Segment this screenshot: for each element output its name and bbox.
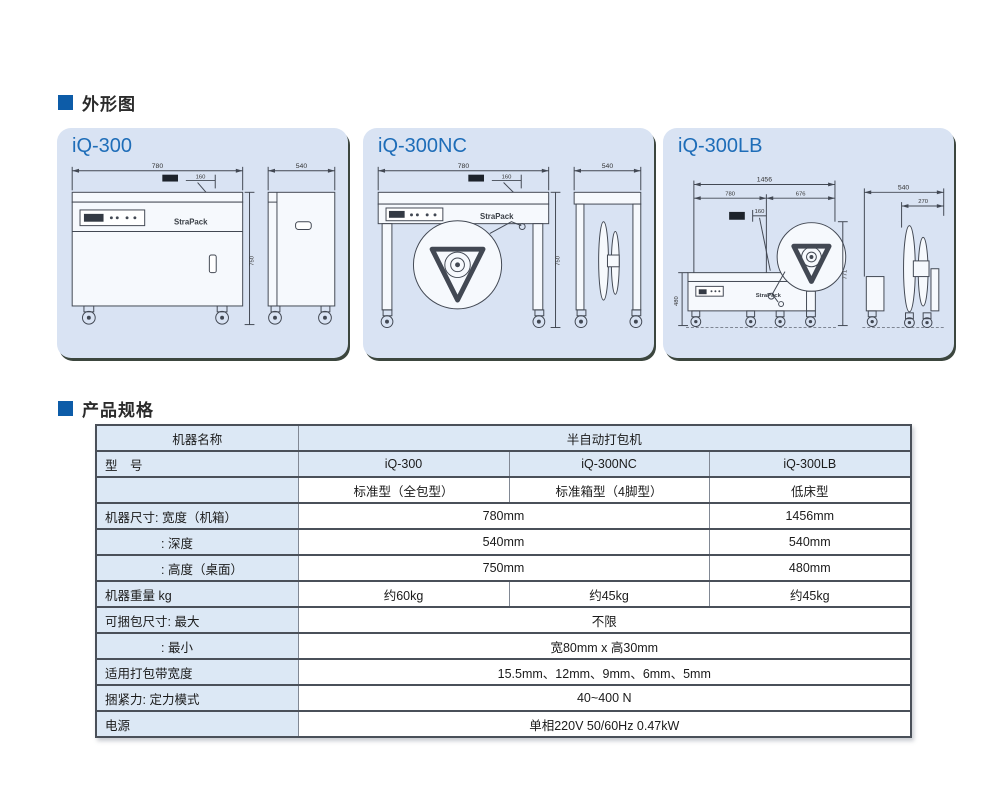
dim-bed-height: 480 (674, 295, 680, 306)
iq300lb-outline-drawing: 1456 780 676 160 480 771 540 270 StraPac… (674, 177, 946, 329)
value-cell: 约45kg (508, 580, 710, 608)
section-bullet-icon (58, 95, 73, 110)
table-row: 适用打包带宽度 15.5mm、12mm、9mm、6mm、5mm (95, 658, 912, 686)
row-label: 电源 (95, 710, 299, 738)
value-cell: 约45kg (708, 580, 912, 608)
section-title: 产品规格 (82, 401, 154, 420)
dim-side-inner: 270 (918, 199, 929, 205)
value-cell: 750mm (297, 554, 710, 582)
row-label: : 最小 (95, 632, 299, 660)
dim-height: 750 (555, 255, 561, 266)
model-cell: iQ-300LB (708, 450, 912, 478)
table-row: 捆紧力: 定力模式 40~400 N (95, 684, 912, 712)
value-cell: 540mm (708, 528, 912, 556)
row-label: 适用打包带宽度 (95, 658, 299, 686)
row-label: 机器名称 (95, 424, 299, 452)
outline-section-header: 外形图 (58, 90, 136, 115)
panel-iq300lb: iQ-300LB (663, 128, 954, 358)
row-label: : 深度 (95, 528, 299, 556)
panel-iq300: iQ-300 (57, 128, 348, 358)
value-cell: 15.5mm、12mm、9mm、6mm、5mm (297, 658, 912, 686)
table-row: 机器名称 半自动打包机 (95, 424, 912, 452)
value-cell: 540mm (297, 528, 710, 556)
dim-reel-height: 771 (843, 270, 849, 280)
model-cell: iQ-300NC (508, 450, 710, 478)
table-row: : 最小 宽80mm x 高30mm (95, 632, 912, 660)
type-cell: 标准型（全包型） (297, 476, 510, 504)
value-cell: 480mm (708, 554, 912, 582)
brand-logo: StraPack (174, 218, 208, 227)
dim-side-depth: 540 (602, 163, 614, 170)
table-row: 可捆包尺寸: 最大 不限 (95, 606, 912, 634)
value-cell: 1456mm (708, 502, 912, 530)
model-name: iQ-300NC (378, 135, 467, 157)
dim-reel-width: 676 (796, 191, 806, 197)
dim-side-depth: 540 (898, 184, 910, 191)
row-label: 可捆包尺寸: 最大 (95, 606, 299, 634)
specs-section-header: 产品规格 (58, 396, 154, 421)
model-name: iQ-300LB (678, 135, 763, 157)
front-view (678, 180, 848, 329)
type-cell: 标准箱型（4脚型） (508, 476, 710, 504)
table-row: 机器重量 kg 约60kg 约45kg 约45kg (95, 580, 912, 608)
front-view (71, 166, 255, 326)
side-view (573, 166, 643, 329)
machine-type-value: 半自动打包机 (297, 424, 912, 452)
value-cell: 780mm (297, 502, 710, 530)
iq300nc-outline-drawing: 780 160 540 750 StraPack (377, 163, 643, 329)
type-cell: 低床型 (708, 476, 912, 504)
model-name: iQ-300 (72, 135, 133, 157)
dim-side-depth: 540 (296, 163, 308, 170)
row-label: 型 号 (95, 450, 299, 478)
side-view (267, 166, 336, 325)
dim-badge (468, 174, 485, 182)
value-cell: 宽80mm x 高30mm (297, 632, 912, 660)
panel-iq300nc: iQ-300NC (363, 128, 654, 358)
row-label: 机器尺寸: 宽度（机箱） (95, 502, 299, 530)
value-cell: 单相220V 50/60Hz 0.47kW (297, 710, 912, 738)
value-cell: 40~400 N (297, 684, 912, 712)
dim-arch-offset: 160 (502, 175, 513, 181)
row-label: : 高度（桌面） (95, 554, 299, 582)
dim-front-width: 780 (152, 163, 164, 170)
dim-front-width: 780 (458, 163, 470, 170)
row-label: 机器重量 kg (95, 580, 299, 608)
dim-total-width: 1456 (757, 177, 772, 184)
dim-height: 750 (249, 255, 255, 266)
iq300-outline-drawing: 780 160 540 750 StraPack (71, 163, 336, 326)
front-view (377, 166, 561, 329)
table-row: 机器尺寸: 宽度（机箱） 780mm 1456mm (95, 502, 912, 530)
value-cell: 不限 (297, 606, 912, 634)
table-row: 型 号 iQ-300 iQ-300NC iQ-300LB (95, 450, 912, 478)
brand-logo: StraPack (756, 293, 782, 299)
table-row: 电源 单相220V 50/60Hz 0.47kW (95, 710, 912, 738)
section-title: 外形图 (82, 95, 136, 114)
dim-badge (162, 174, 179, 182)
dim-badge (729, 211, 745, 220)
dim-bed-width: 780 (725, 191, 736, 197)
dim-arch-offset: 160 (196, 175, 207, 181)
spec-table: 机器名称 半自动打包机 型 号 iQ-300 iQ-300NC iQ-300LB… (95, 424, 913, 738)
model-cell: iQ-300 (297, 450, 510, 478)
section-bullet-icon (58, 401, 73, 416)
table-row: 标准型（全包型） 标准箱型（4脚型） 低床型 (95, 476, 912, 504)
side-view (862, 188, 946, 329)
row-label: 捆紧力: 定力模式 (95, 684, 299, 712)
table-row: : 深度 540mm 540mm (95, 528, 912, 556)
brand-logo: StraPack (480, 212, 514, 221)
value-cell: 约60kg (297, 580, 510, 608)
dim-arch-offset: 160 (755, 209, 766, 215)
row-label (95, 476, 299, 504)
table-row: : 高度（桌面） 750mm 480mm (95, 554, 912, 582)
